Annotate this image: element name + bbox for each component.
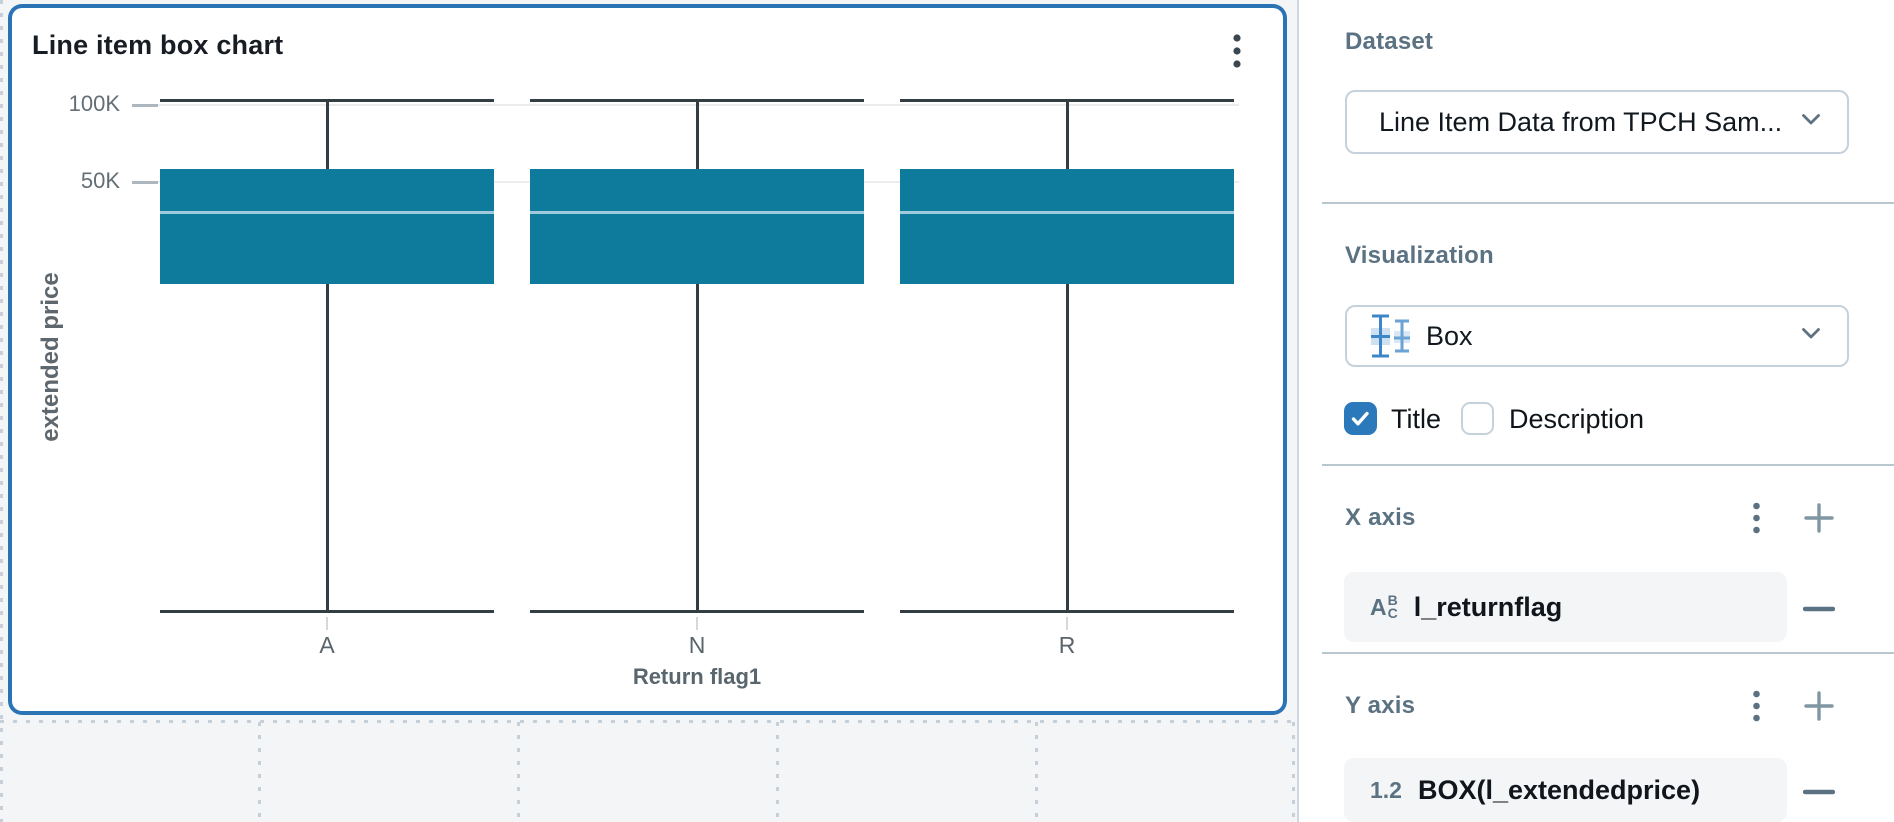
y-axis-add-icon[interactable] (1802, 689, 1836, 723)
x-axis-remove-icon[interactable] (1802, 592, 1836, 626)
x-axis-title: Return flag1 (632, 664, 762, 689)
whisker-cap-min (160, 610, 494, 614)
whisker-cap-max (900, 98, 1234, 103)
section-divider (1322, 652, 1894, 654)
chevron-down-icon (1801, 113, 1821, 131)
check-icon (1351, 411, 1369, 426)
whisker-lower (326, 283, 329, 612)
chart-title: Line item box chart (32, 30, 284, 60)
box-R[interactable] (900, 169, 1234, 284)
y-axis-field-name: BOX(l_extendedprice) (1417, 774, 1701, 805)
section-divider (1322, 464, 1894, 466)
whisker-lower (696, 283, 699, 612)
x-category-label: A (319, 632, 335, 658)
whisker-lower (1066, 283, 1069, 612)
box-plot-area: 100K 50K A N R (8, 4, 1287, 715)
x-axis-field-row[interactable]: A B C l_returnflag (1344, 572, 1787, 642)
dataset-dropdown-value: Line Item Data from TPCH Sam... (1379, 106, 1783, 137)
kebab-menu-icon[interactable] (1220, 30, 1254, 74)
x-axis-field-name: l_returnflag (1413, 591, 1563, 622)
grid-guide-line (0, 720, 1294, 723)
x-axis-tick (1066, 616, 1068, 630)
x-axis-tick (696, 616, 698, 630)
grid-guide-line (1035, 722, 1038, 822)
string-type-icon: A B C (1370, 592, 1398, 621)
median-line-R (900, 211, 1234, 215)
box-N[interactable] (530, 169, 864, 284)
whisker-cap-min (530, 610, 864, 614)
y-axis-field-row[interactable]: 1.2 BOX(l_extendedprice) (1344, 758, 1787, 822)
x-axis-tick (326, 616, 328, 630)
box-A[interactable] (160, 169, 494, 284)
y-axis-tick (132, 103, 158, 107)
chart-widget-card[interactable]: Line item box chart 100K 50K A N R extended … (8, 4, 1287, 715)
panel-divider (1297, 0, 1299, 822)
whisker-upper (326, 100, 329, 170)
grid-guide-line (776, 722, 779, 822)
y-tick-label: 50K (80, 168, 120, 194)
whisker-upper (696, 100, 699, 170)
x-axis-section-label: X axis (1345, 504, 1416, 531)
box-plot-icon (1368, 312, 1414, 360)
y-tick-label: 100K (68, 91, 120, 116)
grid-guide-line (0, 0, 3, 822)
dataset-dropdown[interactable]: Line Item Data from TPCH Sam... (1345, 90, 1849, 154)
chevron-down-icon (1801, 327, 1821, 345)
x-category-label: N (688, 632, 706, 658)
description-checkbox[interactable] (1461, 402, 1494, 435)
description-checkbox-label: Description (1509, 404, 1645, 434)
x-category-label: R (1058, 632, 1076, 658)
whisker-upper (1066, 100, 1069, 170)
grid-guide-line (1292, 722, 1295, 822)
whisker-cap-min (900, 610, 1234, 614)
dataset-section-label: Dataset (1345, 28, 1434, 55)
title-checkbox-label: Title (1391, 404, 1442, 434)
median-line-A (160, 211, 494, 215)
median-line-N (530, 211, 864, 215)
grid-guide-line (258, 722, 261, 822)
y-gridline (132, 104, 1239, 106)
visualization-section-label: Visualization (1345, 242, 1494, 269)
y-axis-kebab-menu-icon[interactable] (1745, 686, 1767, 728)
title-checkbox[interactable] (1344, 402, 1377, 435)
x-axis-add-icon[interactable] (1802, 501, 1836, 535)
y-axis-tick (132, 180, 158, 184)
number-type-icon: 1.2 (1370, 776, 1402, 803)
visualization-dropdown[interactable]: Box (1345, 305, 1849, 367)
whisker-cap-max (160, 98, 494, 103)
grid-guide-line (517, 722, 520, 822)
visualization-dropdown-value: Box (1426, 320, 1473, 351)
y-axis-remove-icon[interactable] (1802, 775, 1836, 809)
y-axis-section-label: Y axis (1345, 692, 1416, 719)
section-divider (1322, 202, 1894, 204)
y-axis-title: extended price (37, 272, 64, 442)
x-axis-kebab-menu-icon[interactable] (1745, 498, 1767, 540)
whisker-cap-max (530, 98, 864, 103)
